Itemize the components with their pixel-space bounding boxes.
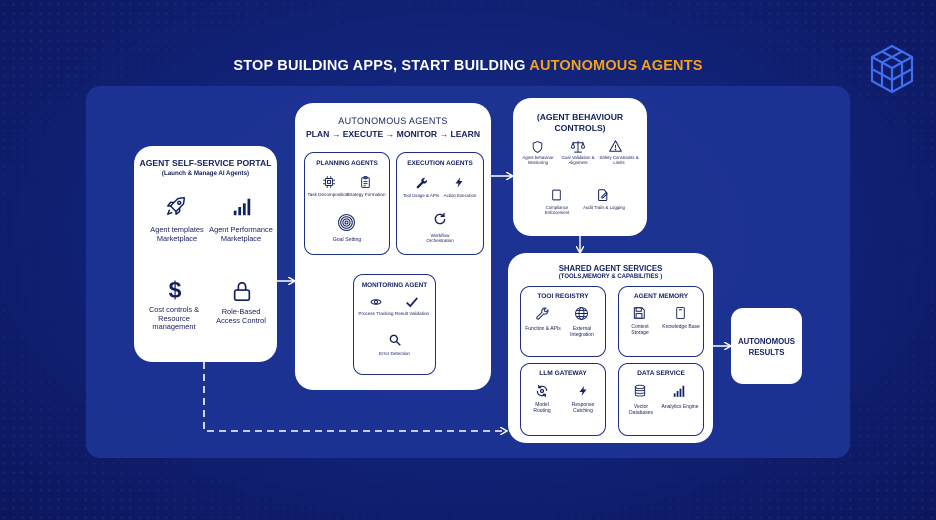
memory-item-knowledge: Knowledge Base [662,324,700,330]
shared-title: SHARED AGENT SERVICES [558,264,663,273]
memory-title: AGENT MEMORY [633,293,689,300]
gateway-item-response: Response Catching [571,402,595,414]
globe-icon [575,307,588,320]
registry-title: TOOl REGISTRY [537,293,589,300]
portal-item-templates: Agent templates Marketplace [150,225,204,243]
title-text: STOP BUILDING APPS, START BUILDING [233,58,530,74]
registry-item-function: Function & APIs [525,326,561,332]
tool-registry-card: TOOl REGISTRY Function & APIs External I… [520,286,606,357]
wrench-icon [416,177,428,189]
agents-title: AUTONOMOUS AGENTS [338,116,448,126]
planning-title: PLANNING AGENTS [316,160,378,167]
data-title: DATA SERVICE [637,370,685,377]
autonomous-agents-box: AUTONOMOUS AGENTS PLAN → EXECUTE → MONIT… [295,103,491,390]
controls-item-compliance: Compliance Enforcement [544,205,570,215]
planning-item-task: Task Decomposition [307,192,349,197]
bar-chart-icon [233,198,251,216]
monitoring-item-result: Result Validation [394,311,430,316]
checkmark-icon [406,297,418,308]
title-highlight: AUTONOMOUS AGENTS [529,58,703,74]
execution-agents-card: EXECUTION AGENTS Tool Usage & APIs Actio… [396,152,484,255]
behaviour-controls-box: (AGENT BEHAVIOUR CONTROLS) Agent behavio… [513,98,647,236]
clipboard-icon [361,176,370,188]
warning-icon [609,140,622,152]
monitoring-item-error: Error Detection [379,351,410,356]
database-icon [634,384,646,397]
execution-item-workflow: Workflow Orchestration [426,233,454,244]
autonomous-results-box: AUTONOMOUS RESULTS [731,308,802,384]
rocket-icon [167,197,185,215]
agents-flow: PLAN → EXECUTE → MONITOR → LEARN [305,129,481,139]
controls-item-audit: Audit Trails & Logging [583,205,625,210]
monitoring-item-process: Process Tracking [358,311,394,316]
data-service-card: DATA SERVICE Vector Databases Analytics … [618,363,704,436]
portal-item-rbac: Role-Based Access Control [216,307,266,325]
controls-item-monitoring: Agent behaviour Monitoring [522,155,554,165]
cube-logo-icon [870,44,914,94]
lightning-icon [455,177,463,188]
shared-services-box: SHARED AGENT SERVICES (TOOLS,MEMORY & CA… [508,253,713,443]
results-line2: RESULTS [748,348,785,357]
shield-icon [532,141,543,153]
llm-gateway-card: LLM GATEWAY Model Routing Response Catch… [520,363,606,436]
agent-memory-card: AGENT MEMORY Context Storage Knowledge B… [618,286,704,357]
portal-item-performance: Agent Performance Marketplace [209,225,273,243]
book-icon [676,307,685,319]
lightning-icon [579,386,587,396]
execution-title: EXECUTION AGENTS [407,160,473,167]
eye-icon [370,299,382,305]
portal-title: AGENT SELF-SERVICE PORTAL [139,158,272,168]
gateway-item-routing: Model Routing [533,402,551,414]
lock-icon [233,281,251,301]
target-icon [338,214,355,231]
data-item-analytics: Analytics Engine [661,404,699,410]
monitoring-agent-card: MONITORING AGENT Process Tracking Result… [353,274,436,375]
results-line1: AUTONOMOUS [737,337,796,346]
dollar-icon: $ [168,277,182,303]
portal-item-cost: Cost controls & Resource management [148,305,200,332]
memory-item-context: Context Storage [631,324,649,336]
monitoring-title: MONITORING AGENT [361,282,428,289]
execution-item-action: Action Execution [443,193,477,198]
routing-icon [536,385,548,397]
controls-item-safety: Safety Constraints & Limits [599,155,639,165]
planning-agents-card: PLANNING AGENTS Task Decomposition Strat… [304,152,390,255]
scales-icon [570,140,586,153]
planning-item-goal: Goal Setting [332,237,362,243]
controls-title-line2: CONTROLS) [554,123,606,133]
data-item-vector: Vector Databases [629,404,653,416]
page-title: STOP BUILDING APPS, START BUILDING AUTON… [0,58,936,74]
portal-subtitle: (Launch & Manage AI Agents) [161,170,250,177]
shared-subtitle: (TOOLS,MEMORY & CAPABILITIES ) [558,274,663,280]
gateway-title: LLM GATEWAY [539,370,587,377]
document-icon [552,189,561,201]
planning-item-strategy: Strategy Formation [346,192,386,197]
self-service-portal: AGENT SELF-SERVICE PORTAL (Launch & Mana… [134,146,277,362]
execution-item-tools: Tool Usage & APIs [402,193,440,198]
registry-item-external: External Integration [570,326,594,338]
wrench-icon [536,307,549,320]
magnifier-icon [389,334,401,346]
bar-chart-icon [673,385,685,397]
edit-document-icon [598,189,608,202]
controls-title-line1: (AGENT BEHAVIOUR [536,112,624,122]
cpu-icon [323,176,335,188]
controls-item-goal: Goal Validation & Alignment [561,155,595,165]
dashed-feedback-line [203,362,506,431]
refresh-icon [434,213,446,225]
floppy-disk-icon [633,307,645,319]
